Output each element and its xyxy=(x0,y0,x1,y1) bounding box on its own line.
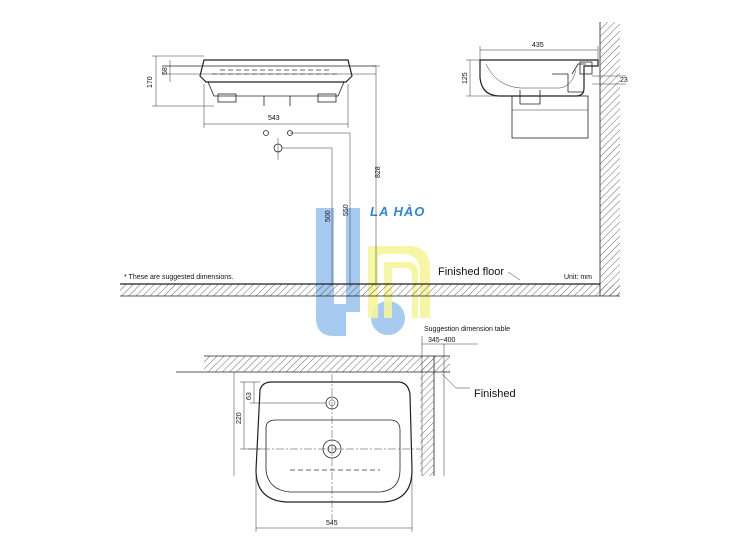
label-finished: Finished xyxy=(474,388,516,400)
label-suggestion-range: 345~400 xyxy=(428,337,456,344)
plan-view: 220 63 545 Suggestion dimension table 34… xyxy=(176,326,516,532)
dim-side-height: 125 xyxy=(462,72,469,84)
dim-plan-width: 545 xyxy=(326,520,338,527)
watermark-text: LA HÀO xyxy=(370,204,425,219)
watermark-logo: LA HÀO xyxy=(316,204,430,336)
dim-top-rim: 58 xyxy=(162,67,169,75)
dim-side-offset: 23 xyxy=(620,77,628,84)
front-elevation: 170 58 543 828 500 550 xyxy=(147,55,382,286)
dim-drain-height: 500 xyxy=(325,210,332,222)
dim-top-height: 170 xyxy=(147,76,154,88)
dim-plan-hole: 63 xyxy=(246,392,253,400)
watermark-blue-bar xyxy=(316,208,334,304)
note-suggested-dimensions: * These are suggested dimensions. xyxy=(124,274,234,281)
label-unit: Unit: mm xyxy=(564,274,592,281)
dim-top-width: 543 xyxy=(268,115,280,122)
watermark-blue-base xyxy=(316,304,346,336)
label-finished-floor: Finished floor xyxy=(438,266,504,278)
dim-pipe-height: 828 xyxy=(375,166,382,178)
floor-section: * These are suggested dimensions. Finish… xyxy=(120,266,620,297)
watermark-yellow-arch xyxy=(368,246,430,318)
side-elevation: 435 125 23 xyxy=(462,22,628,296)
dim-supply-height: 550 xyxy=(343,204,350,216)
dim-plan-depth: 220 xyxy=(236,412,243,424)
label-suggestion-table: Suggestion dimension table xyxy=(424,326,510,333)
dim-side-depth: 435 xyxy=(532,42,544,49)
